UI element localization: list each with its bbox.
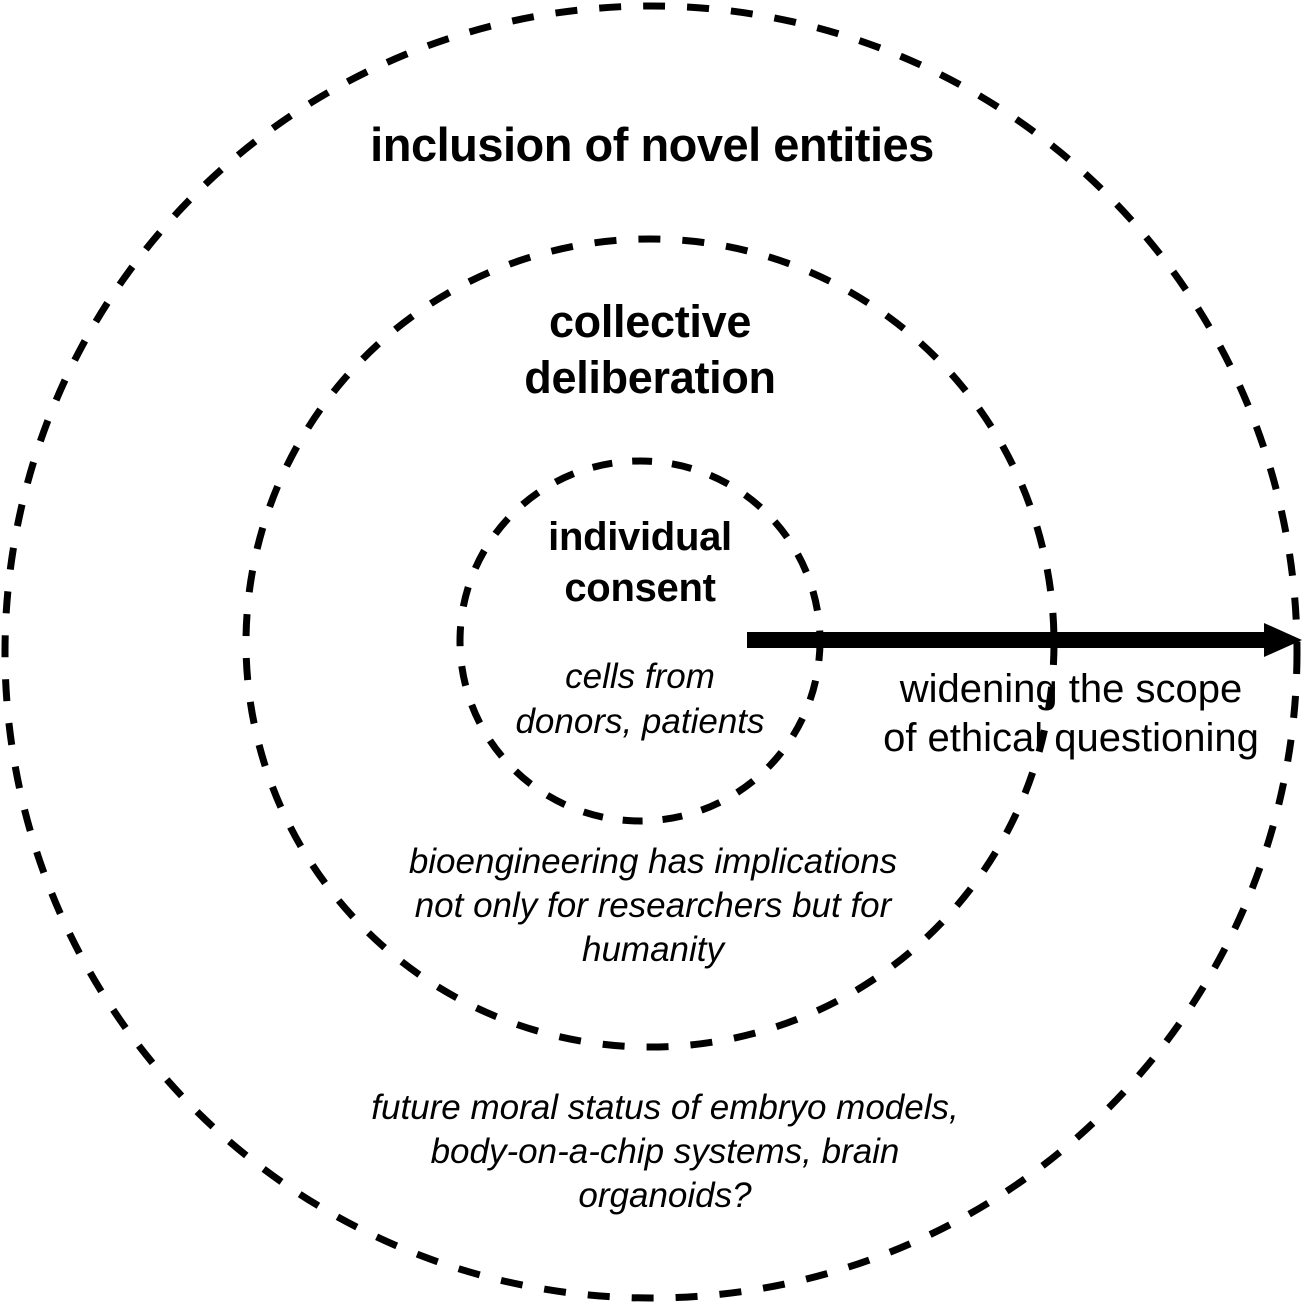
middle-ring-body-text: bioengineering has implications not only…	[408, 842, 898, 970]
inner-ring-heading: individual consent	[548, 515, 732, 611]
inner-ring-body-text: cells from donors, patients	[515, 657, 765, 741]
outer-ring-body-text: future moral status of embryo models, bo…	[371, 1088, 959, 1216]
outer-ring-heading: inclusion of novel entities	[370, 118, 934, 171]
arrow-caption: widening the scope of ethical questionin…	[883, 667, 1259, 760]
right-arrow-icon	[747, 623, 1302, 657]
middle-ring-heading: collective deliberation	[524, 296, 776, 404]
